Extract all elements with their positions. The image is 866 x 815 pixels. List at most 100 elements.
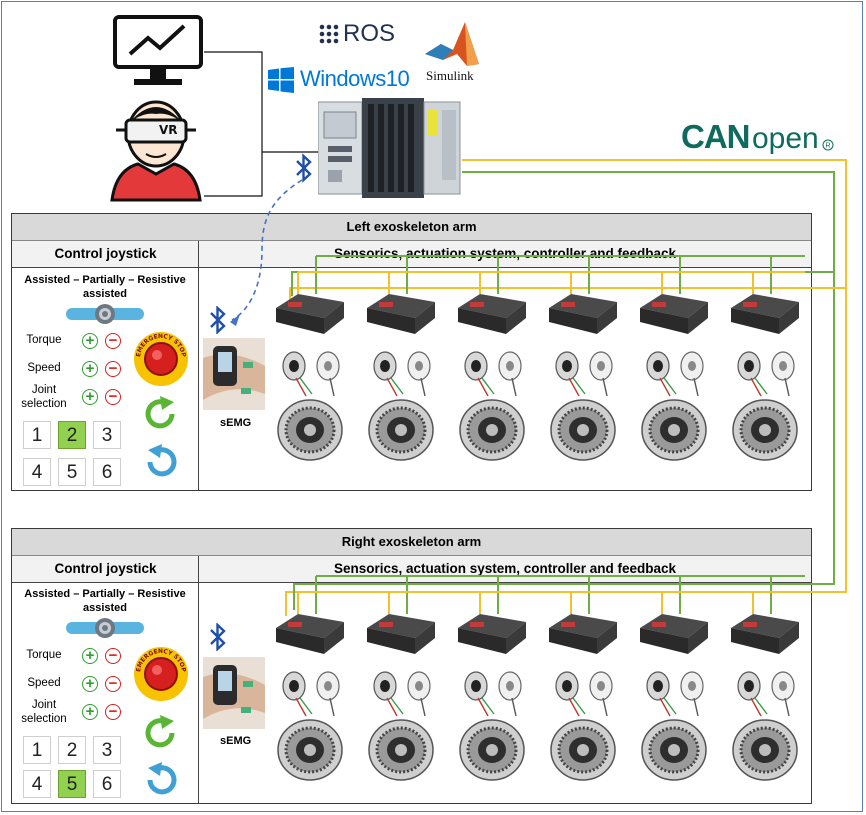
bluetooth-dashed-link bbox=[231, 179, 303, 321]
left-system-header: Sensorics, actuation system, controller … bbox=[333, 246, 677, 261]
right-encoder-wire bbox=[420, 697, 426, 717]
right-motor-driver-label bbox=[561, 622, 575, 627]
right-encoder-wire bbox=[477, 697, 489, 717]
right-encoder-center bbox=[380, 680, 390, 692]
left-motor-driver-side bbox=[324, 302, 344, 334]
right-joint-plus-button[interactable]: + bbox=[82, 704, 98, 720]
left-encoder-center bbox=[779, 361, 787, 371]
right-mode-slider[interactable] bbox=[64, 616, 146, 640]
left-semg-label: sEMG bbox=[220, 417, 252, 429]
right-system-header: Sensorics, actuation system, controller … bbox=[333, 561, 677, 576]
left-motor-driver-label bbox=[652, 302, 666, 307]
right-encoder-wire bbox=[572, 697, 586, 715]
right-motor-driver-icon bbox=[458, 614, 526, 638]
left-joint-key[interactable]: 1 bbox=[23, 421, 51, 449]
left-subheader-band bbox=[12, 241, 811, 268]
right-joint-key[interactable]: 4 bbox=[23, 770, 51, 798]
right-encoder-wire bbox=[663, 697, 677, 715]
right-joint-minus-button[interactable]: − bbox=[105, 704, 121, 720]
right-encoder-wire bbox=[390, 697, 404, 715]
left-speed-minus-button[interactable]: − bbox=[105, 361, 121, 377]
right-encoder-wire bbox=[299, 697, 313, 715]
left-joint-label: Joint bbox=[31, 384, 57, 396]
right-torque-plus-button[interactable]: + bbox=[82, 648, 98, 664]
left-motor-driver-label bbox=[561, 302, 575, 307]
windows-logo-icon bbox=[268, 67, 294, 93]
right-harmonic-drive-bore bbox=[759, 744, 771, 756]
right-rotate-cw-icon[interactable] bbox=[142, 715, 180, 751]
left-motor-driver-label bbox=[743, 302, 757, 307]
right-motor-driver-icon bbox=[276, 614, 344, 638]
left-harmonic-drive-bore bbox=[668, 424, 680, 436]
right-mode-label-2: assisted bbox=[82, 602, 128, 614]
left-motor-driver-front bbox=[731, 308, 779, 334]
left-rotate-cw-icon[interactable] bbox=[142, 396, 180, 432]
bluetooth-arrowhead bbox=[230, 314, 240, 326]
left-motor-driver-front bbox=[640, 308, 688, 334]
right-motor-driver-side bbox=[324, 622, 344, 654]
right-joint-key[interactable]: 6 bbox=[93, 770, 121, 798]
right-motor-driver-side bbox=[688, 622, 708, 654]
right-joint-key[interactable]: 3 bbox=[93, 736, 121, 764]
right-harmonic-drive-bore bbox=[668, 744, 680, 756]
left-joint-minus-button[interactable]: − bbox=[105, 389, 121, 405]
left-encoder-center bbox=[597, 361, 605, 371]
left-torque-minus-button[interactable]: − bbox=[105, 333, 121, 349]
left-torque-plus-button[interactable]: + bbox=[82, 333, 98, 349]
left-rotate-ccw-icon[interactable] bbox=[142, 444, 180, 482]
right-motor-driver-front bbox=[640, 628, 688, 654]
left-divider bbox=[198, 241, 199, 490]
right-encoder-center bbox=[688, 681, 696, 691]
right-encoder-wire bbox=[750, 697, 762, 717]
left-motor-driver-icon bbox=[640, 294, 708, 318]
vr-label: VR bbox=[159, 123, 178, 137]
left-mode-slider[interactable] bbox=[64, 302, 146, 326]
right-motor-driver-front bbox=[276, 628, 324, 654]
left-encoder-center bbox=[415, 361, 423, 371]
left-joint-plus-button[interactable]: + bbox=[82, 389, 98, 405]
left-encoder-wire bbox=[390, 377, 404, 395]
right-torque-label: Torque bbox=[26, 649, 62, 661]
right-motor-driver-side bbox=[779, 622, 799, 654]
right-encoder-center bbox=[597, 681, 605, 691]
left-encoder-wire bbox=[511, 377, 517, 397]
left-motor-driver-icon bbox=[458, 294, 526, 318]
right-joint-key-selected[interactable]: 5 bbox=[58, 770, 86, 798]
left-motor-driver-icon bbox=[549, 294, 617, 318]
left-motor-driver-front bbox=[276, 308, 324, 334]
left-encoder-wire bbox=[568, 377, 580, 397]
left-joint-key[interactable]: 5 bbox=[58, 458, 86, 486]
left-encoder-wire bbox=[386, 377, 398, 397]
right-joint-key[interactable]: 2 bbox=[58, 736, 86, 764]
right-encoder-center bbox=[653, 680, 663, 692]
right-emergency-stop-icon[interactable]: EMERGENCY STOP bbox=[132, 645, 190, 703]
pc-connection-line bbox=[204, 51, 263, 197]
left-motor-driver-front bbox=[458, 308, 506, 334]
right-joint-key[interactable]: 1 bbox=[23, 736, 51, 764]
left-encoder-center bbox=[688, 361, 696, 371]
left-joint-key[interactable]: 3 bbox=[93, 421, 121, 449]
left-joint-key[interactable]: 4 bbox=[23, 458, 51, 486]
left-speed-plus-button[interactable]: + bbox=[82, 361, 98, 377]
right-divider bbox=[198, 556, 199, 803]
left-encoder-center bbox=[506, 361, 514, 371]
right-speed-label: Speed bbox=[27, 677, 61, 689]
left-harmonic-drive-bore bbox=[304, 424, 316, 436]
left-speed-label: Speed bbox=[27, 362, 61, 374]
right-semg-label: sEMG bbox=[220, 735, 252, 747]
right-speed-minus-button[interactable]: − bbox=[105, 676, 121, 692]
left-joint-key-selected[interactable]: 2 bbox=[58, 421, 86, 449]
right-motor-driver-front bbox=[367, 628, 415, 654]
ros-dots-icon bbox=[319, 24, 339, 44]
left-motor-driver-label bbox=[470, 302, 484, 307]
left-emergency-stop-icon[interactable]: EMERGENCY STOP bbox=[132, 330, 190, 388]
left-joint-key[interactable]: 6 bbox=[93, 458, 121, 486]
right-encoder-wire bbox=[568, 697, 580, 717]
right-torque-minus-button[interactable]: − bbox=[105, 648, 121, 664]
left-encoder-center bbox=[471, 360, 481, 372]
right-rotate-ccw-icon[interactable] bbox=[142, 762, 180, 800]
right-speed-plus-button[interactable]: + bbox=[82, 676, 98, 692]
left-encoder-wire bbox=[481, 377, 495, 395]
